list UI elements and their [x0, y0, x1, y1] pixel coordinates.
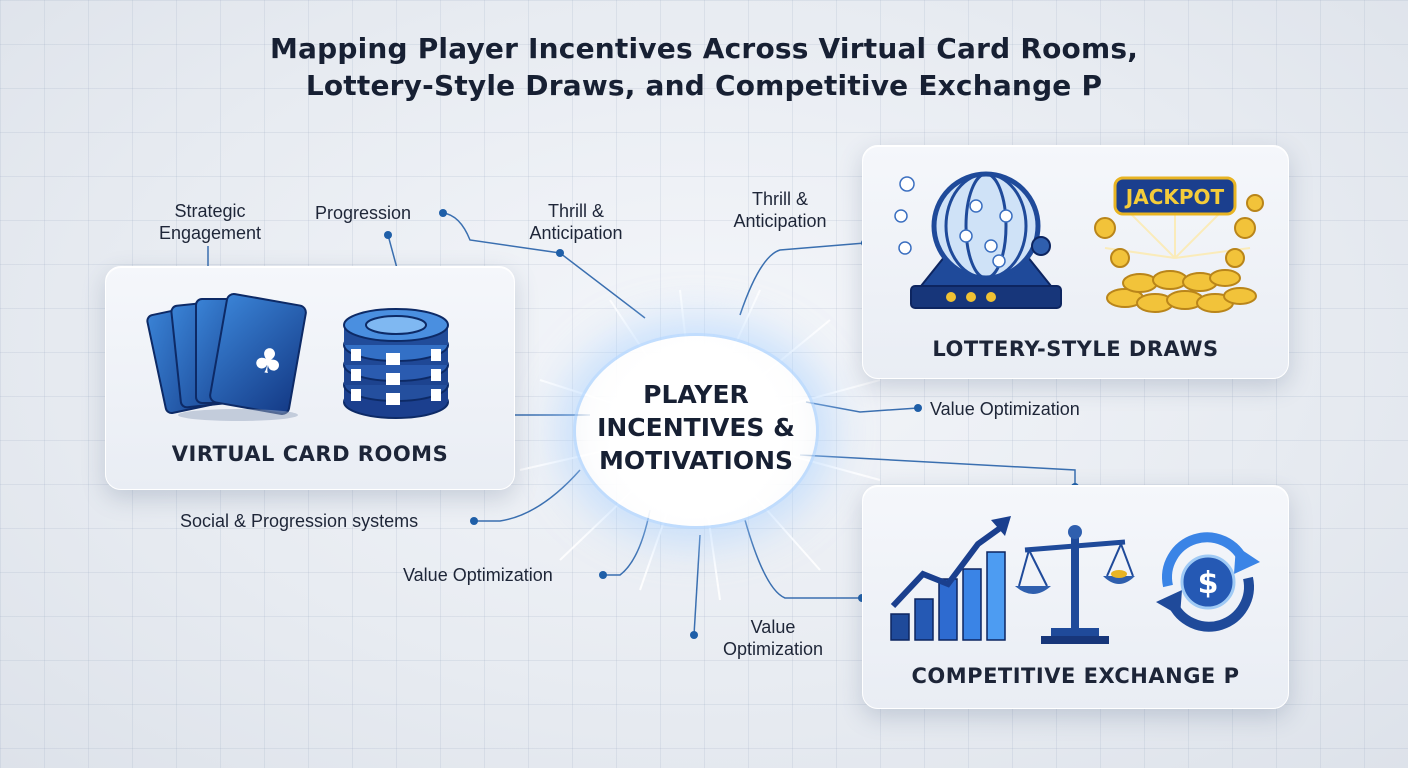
- label-value-optimization-right: Value Optimization: [930, 399, 1080, 419]
- hub-line-1: PLAYER: [643, 380, 749, 409]
- svg-text:♣: ♣: [250, 340, 287, 385]
- title-line-1: Mapping Player Incentives Across Virtual…: [269, 32, 1139, 65]
- label-progression: Progression: [315, 203, 412, 223]
- jackpot-text: JACKPOT: [1124, 185, 1225, 209]
- playing-cards-icon: ♣: [146, 292, 307, 421]
- balance-scale-icon: [1015, 525, 1135, 644]
- card-label-lottery-style-draws: LOTTERY-STYLE DRAWS: [932, 337, 1219, 361]
- jackpot-coins-icon: JACKPOT: [1094, 176, 1264, 313]
- dollar-sign: $: [1198, 566, 1219, 601]
- card-label-competitive-exchange: COMPETITIVE EXCHANGE P: [911, 664, 1240, 688]
- lottery-drum-icon: [894, 171, 1062, 309]
- poker-chips-icon: [343, 308, 449, 419]
- label-strategic-engagement: Strategic Engagement: [158, 201, 262, 243]
- card-label-virtual-card-rooms: VIRTUAL CARD ROOMS: [171, 442, 449, 466]
- hub-line-2: INCENTIVES &: [597, 413, 795, 442]
- hub-title: PLAYER INCENTIVES & MOTIVATIONS: [576, 378, 816, 477]
- card-competitive-exchange: $ COMPETITIVE EXCHANGE P: [862, 485, 1289, 709]
- hub-line-3: MOTIVATIONS: [598, 446, 794, 475]
- label-social-progression: Social & Progression systems: [180, 511, 419, 531]
- growth-chart-icon: [890, 516, 1011, 641]
- currency-exchange-icon: $: [1156, 532, 1260, 632]
- connectors: [207, 212, 1076, 636]
- central-hub: PLAYER INCENTIVES & MOTIVATIONS: [576, 336, 816, 526]
- label-thrill-right: Thrill & Anticipation: [733, 189, 827, 231]
- label-thrill-left: Thrill & Anticipation: [529, 201, 623, 243]
- label-value-optimization-left: Value Optimization: [403, 565, 553, 585]
- card-lottery-style-draws: JACKPOT LOTTERY-STYLE DRAWS: [862, 145, 1289, 379]
- page-title: Mapping Player Incentives Across Virtual…: [0, 30, 1408, 104]
- card-virtual-card-rooms: ♣ VIRTUAL CARD ROOMS: [105, 266, 515, 490]
- label-value-optimization-bottom: Value Optimization: [722, 617, 824, 659]
- title-line-2: Lottery-Style Draws, and Competitive Exc…: [305, 69, 1103, 102]
